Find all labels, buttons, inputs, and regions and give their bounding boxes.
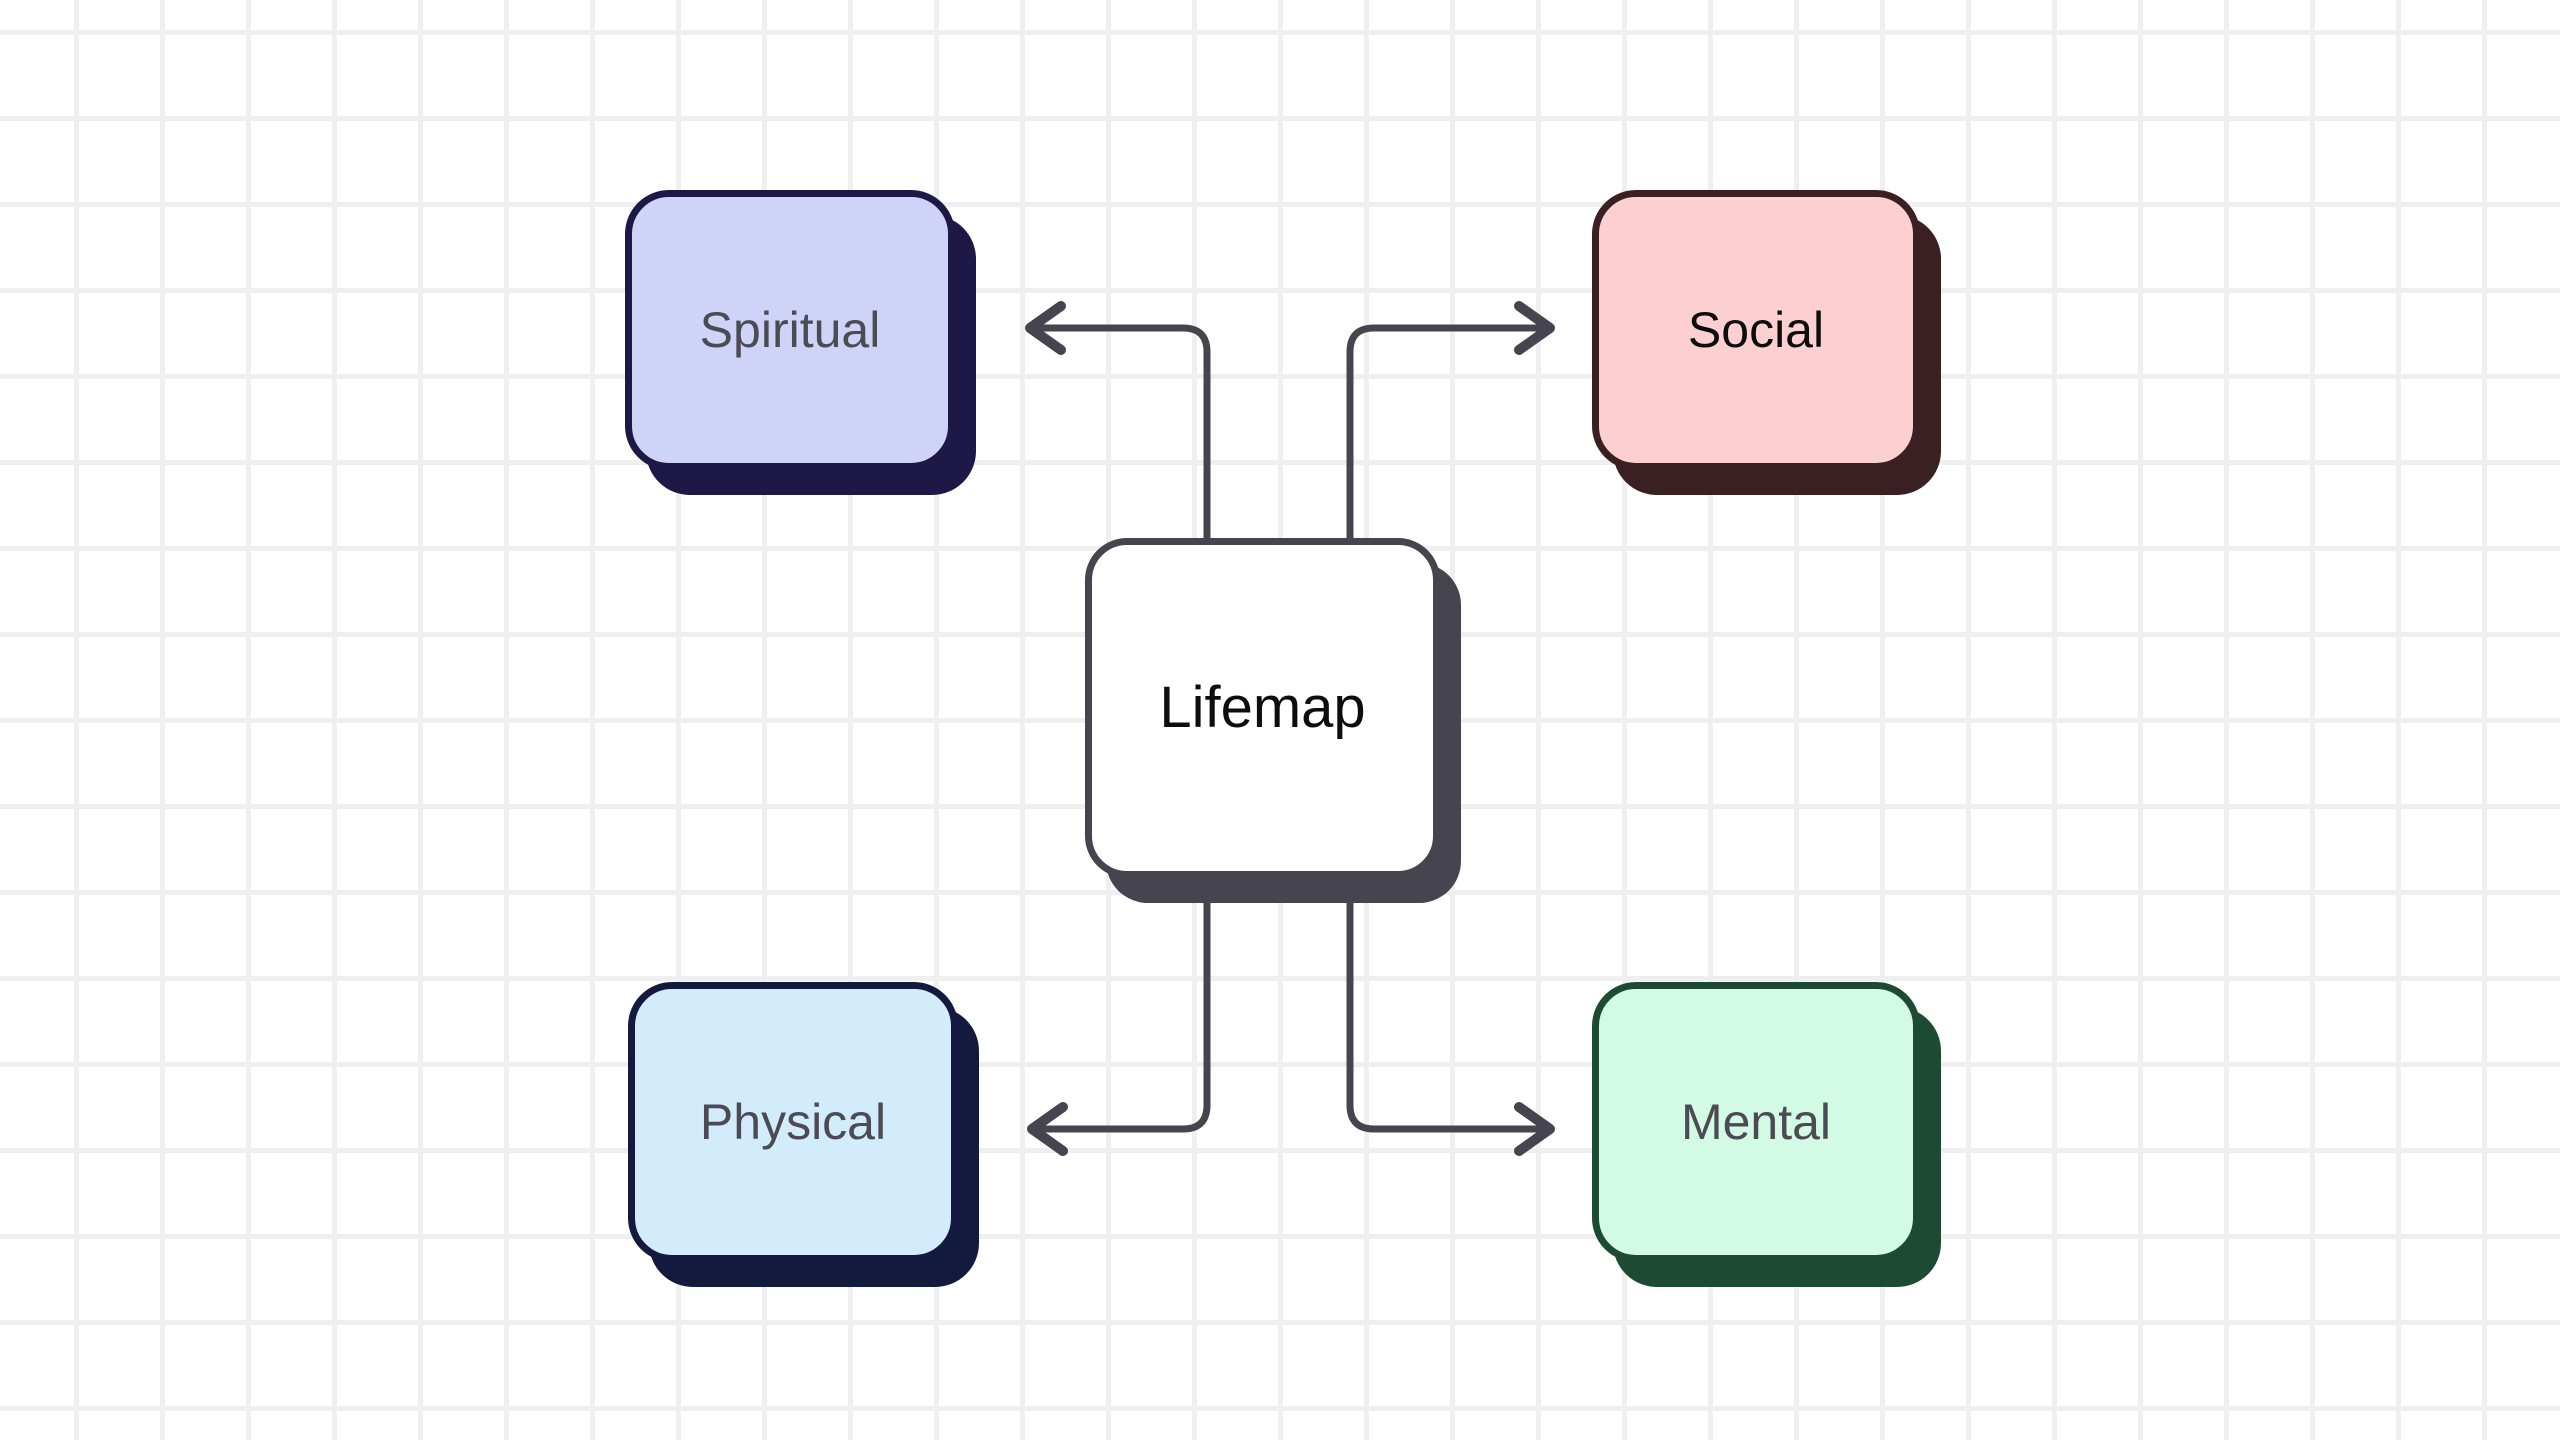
node-social[interactable]: Social — [1592, 190, 1920, 470]
node-social-label: Social — [1687, 302, 1825, 358]
connector-lifemap-spiritual[interactable] — [1025, 301, 1211, 546]
node-spiritual[interactable]: Spiritual — [625, 190, 955, 470]
arrowhead-left-icon — [1025, 301, 1066, 355]
arrowhead-right-icon — [1514, 1102, 1555, 1156]
connector-lifemap-physical[interactable] — [1027, 870, 1211, 1156]
node-mental[interactable]: Mental — [1592, 982, 1920, 1262]
connector-lifemap-social[interactable] — [1346, 301, 1555, 546]
node-mental-label: Mental — [1680, 1094, 1832, 1150]
node-lifemap-label: Lifemap — [1159, 675, 1366, 741]
node-physical-label: Physical — [699, 1094, 887, 1150]
node-physical[interactable]: Physical — [628, 982, 958, 1262]
node-spiritual-label: Spiritual — [699, 302, 881, 358]
arrowhead-left-icon — [1027, 1102, 1068, 1156]
node-lifemap[interactable]: Lifemap — [1085, 538, 1440, 878]
arrowhead-right-icon — [1514, 301, 1555, 355]
connector-lifemap-mental[interactable] — [1346, 870, 1555, 1156]
